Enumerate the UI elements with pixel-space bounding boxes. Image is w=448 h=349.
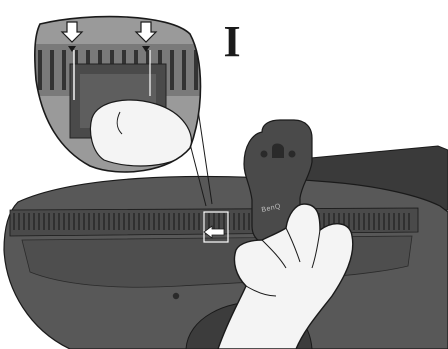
screw-hole bbox=[173, 293, 179, 299]
stand-neck-dot-right bbox=[289, 151, 296, 158]
step-label: I bbox=[212, 16, 252, 68]
stand-neck-keyhole bbox=[272, 144, 284, 159]
inset-magnified-view bbox=[30, 10, 210, 190]
stand-neck-dot-left bbox=[261, 151, 268, 158]
